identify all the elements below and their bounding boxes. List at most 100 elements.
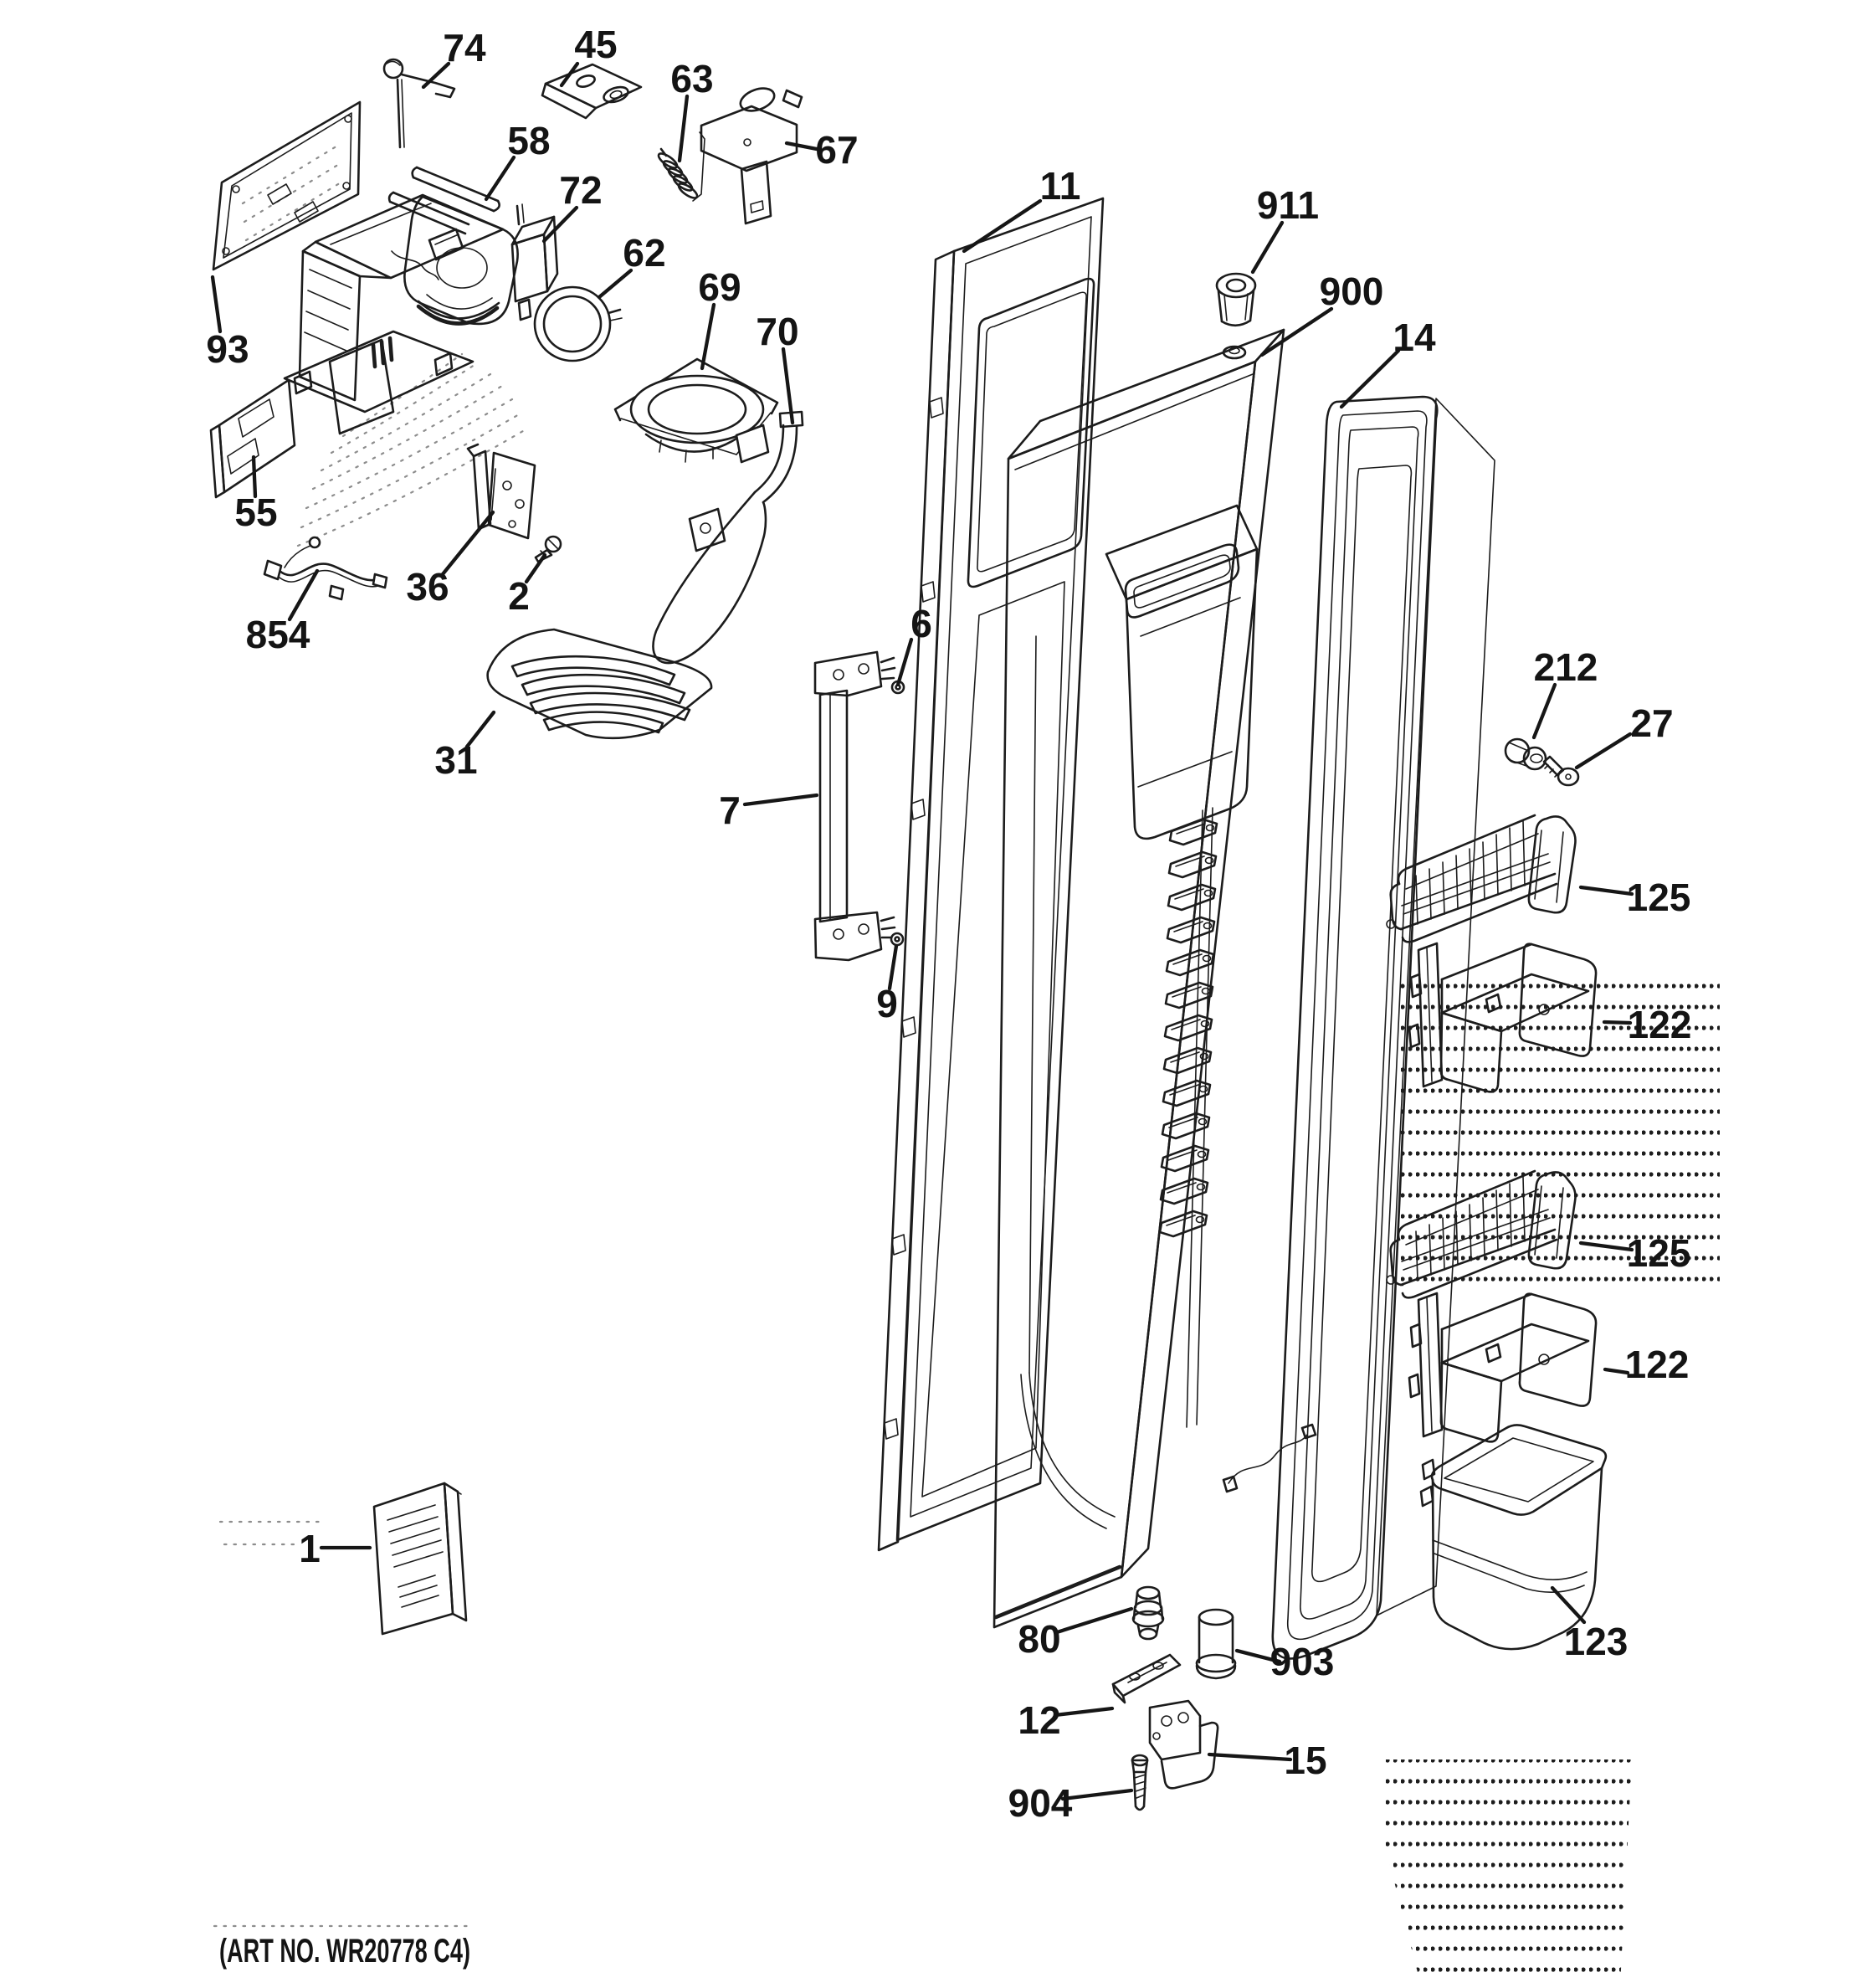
part-904-screw (1131, 1754, 1149, 1811)
part-62-trim-ring (533, 285, 623, 362)
part-70-dispenser-paddle (652, 410, 804, 665)
leader-6 (895, 637, 914, 687)
callout-123: 123 (1564, 1620, 1629, 1663)
leader-74 (421, 61, 451, 90)
leader-62 (597, 268, 633, 300)
leader-72 (541, 205, 579, 244)
callout-55: 55 (234, 491, 277, 534)
callout-72: 72 (559, 168, 602, 212)
part-2-screw (534, 535, 562, 563)
callout-125: 125 (1627, 876, 1691, 919)
halftone-texture-arcs (296, 352, 529, 547)
part-7-door-handle (813, 650, 896, 962)
callout-80: 80 (1018, 1617, 1060, 1661)
callout-74: 74 (443, 26, 486, 69)
leader-63 (677, 94, 690, 163)
part-854-wire-harness (263, 536, 388, 601)
part-14-door-gasket (1271, 395, 1495, 1660)
callout-911: 911 (1257, 183, 1319, 227)
leader-31 (464, 710, 496, 749)
leader-15 (1207, 1752, 1293, 1762)
callout-62: 62 (623, 231, 665, 275)
part-36-bracket (466, 443, 536, 540)
leader-903 (1234, 1648, 1282, 1664)
callout-2: 2 (508, 574, 530, 618)
part-80-closure-cam (1131, 1585, 1165, 1641)
part-69-ice-chute-funnel (613, 357, 779, 464)
art-number-text: (ART NO. WR20778 C4) (219, 1933, 470, 1970)
callout-27: 27 (1630, 701, 1673, 745)
part-45-bracket-plate (541, 63, 643, 120)
leader-70 (781, 347, 795, 425)
leader-123 (1550, 1585, 1587, 1625)
part-31-drip-tray-grille (486, 628, 713, 740)
leader-911 (1250, 220, 1285, 275)
leader-122 (1602, 1020, 1633, 1025)
callout-14: 14 (1393, 316, 1436, 359)
leader-67 (784, 141, 823, 152)
callout-122: 122 (1625, 1343, 1690, 1386)
callout-15: 15 (1284, 1739, 1326, 1782)
part-123-deep-door-bin (1419, 1424, 1608, 1651)
callout-63: 63 (670, 57, 713, 100)
halftone-texture-right (1399, 981, 1720, 1289)
halftone-texture-bottom-right (1385, 1759, 1632, 1985)
part-55-terminal-plate (209, 378, 296, 499)
callout-45: 45 (574, 23, 617, 66)
leader-854 (287, 568, 320, 622)
part-27-screw (1542, 755, 1580, 787)
callout-7: 7 (719, 789, 741, 832)
part-212-stud (1504, 737, 1547, 771)
part-900-freezer-door (993, 328, 1317, 1629)
leader-212 (1531, 682, 1557, 740)
leader-58 (484, 155, 516, 202)
leader-14 (1339, 348, 1401, 409)
leader-55 (251, 455, 258, 499)
callout-11: 11 (1040, 164, 1081, 208)
part-903-door-stop-pin (1195, 1608, 1237, 1680)
callout-31: 31 (434, 738, 477, 782)
leader-125 (1578, 885, 1634, 896)
leader-69 (700, 302, 716, 371)
part-12-hinge-shim (1111, 1653, 1182, 1704)
part-15-bottom-hinge-bracket (1148, 1699, 1219, 1790)
callout-12: 12 (1018, 1698, 1060, 1742)
part-1-owners-manual (372, 1482, 468, 1636)
leader-11 (962, 198, 1043, 254)
callout-904: 904 (1008, 1781, 1073, 1825)
leader-12 (1053, 1706, 1115, 1718)
leader-27 (1574, 732, 1633, 770)
part-9-set-screw (890, 932, 905, 947)
callout-9: 9 (876, 982, 898, 1025)
leader-36 (440, 510, 495, 577)
callout-854: 854 (246, 613, 310, 656)
leader-2 (524, 552, 547, 584)
leader-125 (1578, 1241, 1634, 1252)
part-11-dispenser-front-frame (877, 197, 1105, 1552)
callout-6: 6 (910, 602, 932, 645)
part-58-dispenser-module (283, 166, 519, 435)
callout-36: 36 (406, 565, 449, 609)
part-93-control-cover (212, 100, 362, 271)
leader-93 (210, 275, 223, 334)
part-122-door-bin (1408, 1292, 1598, 1443)
callout-67: 67 (815, 128, 858, 172)
leader-9 (887, 943, 899, 991)
leader-45 (559, 61, 580, 88)
part-67-actuator-bracket (700, 87, 803, 225)
leader-122 (1603, 1367, 1630, 1375)
callout-125: 125 (1627, 1231, 1691, 1275)
callout-69: 69 (698, 265, 741, 309)
part-911-bushing (1215, 272, 1257, 327)
callout-900: 900 (1320, 270, 1384, 313)
part-74-fill-tube (382, 58, 456, 149)
part-72-switch (510, 203, 559, 321)
callout-122: 122 (1628, 1003, 1692, 1046)
leader-900 (1259, 306, 1334, 357)
halftone-texture-booklet (218, 1520, 326, 1546)
callout-58: 58 (507, 119, 550, 162)
leader-7 (742, 793, 819, 807)
